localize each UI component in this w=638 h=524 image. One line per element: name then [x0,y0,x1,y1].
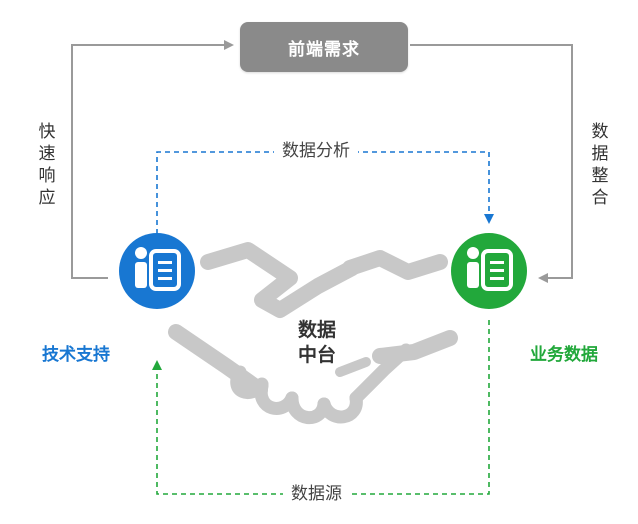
data-analysis-label: 数据分析 [274,141,358,161]
data-middle-platform-label: 数据 中台 [282,318,352,368]
center-line-1: 数据 [297,319,336,341]
data-source-label: 数据源 [283,484,350,504]
right-node [451,233,527,309]
person-document-icon [467,247,513,291]
frontend-demand-box: 前端需求 [240,22,408,72]
business-data-label: 业务数据 [530,345,598,365]
data-integration-label: 数据整合 [591,122,609,208]
left-flow-line [71,40,234,279]
left-node [119,233,195,309]
person-document-icon [135,247,181,291]
right-flow-line [410,44,573,283]
center-line-2: 中台 [297,344,336,366]
frontend-demand-label: 前端需求 [288,39,360,60]
tech-support-label: 技术支持 [42,345,110,365]
fast-response-label: 快速响应 [38,122,56,208]
top-dashed-line [156,151,494,234]
bottom-dashed-line [152,320,490,495]
handshake-icon [168,242,458,425]
